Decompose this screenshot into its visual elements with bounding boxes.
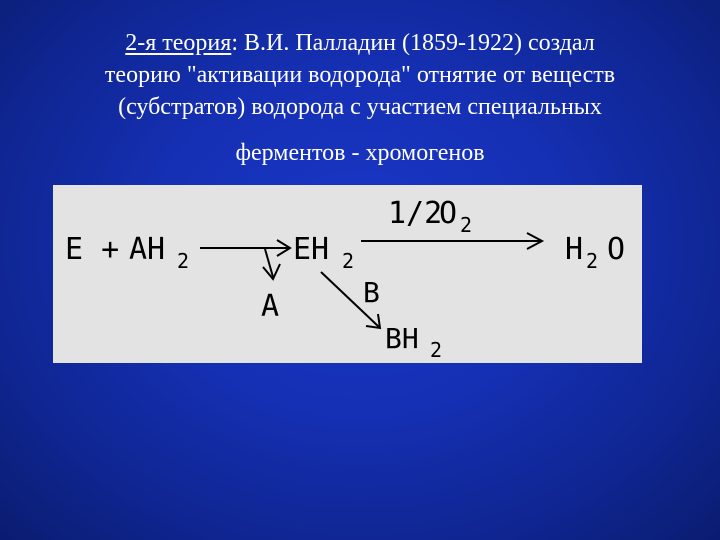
water-h: H	[565, 232, 583, 267]
theory-colon: :	[231, 30, 244, 56]
reactant-ah-subscript: 2	[177, 249, 189, 273]
water-subscript: 2	[586, 249, 598, 273]
reaction-diagram-svg: E + AH 2 A EH 2 1/2 O 2 H 2 O B BH 2	[65, 196, 625, 362]
oxygen-subscript: 2	[460, 213, 472, 237]
arrow-to-bh2-head	[365, 313, 382, 330]
arrow-to-eh2-head	[276, 239, 292, 257]
acceptor-b: B	[363, 276, 380, 309]
oxygen-symbol: O	[439, 196, 457, 231]
text-line-1: 2-я теория: В.И. Палладин (1859-1922) со…	[20, 27, 700, 59]
arrow-to-bh2-line	[320, 271, 380, 328]
water-o: O	[607, 232, 625, 267]
product-a: A	[261, 289, 279, 324]
product-bh: BH	[385, 322, 419, 355]
text-line-2: теорию "активации водорода" отнятие от в…	[104, 62, 616, 88]
intermediate-eh-subscript: 2	[342, 249, 354, 273]
oxygen-coefficient: 1/2	[388, 196, 442, 231]
reaction-diagram: E + AH 2 A EH 2 1/2 O 2 H 2 O B BH 2	[53, 185, 642, 363]
text-line-4: ферментов - хромогенов	[235, 140, 485, 166]
arrow-to-a-line	[264, 248, 274, 278]
reactant-ah: AH	[129, 232, 165, 267]
intermediate-eh: EH	[293, 232, 329, 267]
theory-label: 2-я теория	[125, 30, 232, 56]
reactant-e-plus: E +	[65, 232, 119, 267]
line1-rest: В.И. Палладин (1859-1922) создал	[243, 30, 595, 56]
arrow-to-water-head	[526, 232, 545, 250]
arrow-to-a-head	[262, 263, 281, 281]
product-bh-subscript: 2	[430, 338, 442, 362]
text-line-3: (субстратов) водорода с участием специал…	[118, 94, 602, 120]
slide-text: 2-я теория: В.И. Палладин (1859-1922) со…	[20, 27, 700, 169]
